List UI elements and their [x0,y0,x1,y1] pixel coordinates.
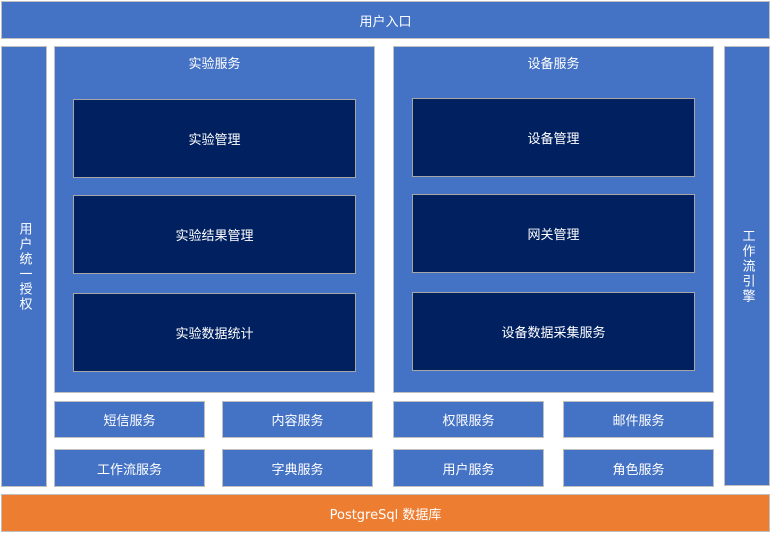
user-auth: 用户统一授权 [1,46,47,487]
label: 设备管理 [527,132,580,147]
label: 邮件服务 [612,414,665,429]
label: 用户入口 [359,14,412,30]
label: 工作流服务 [96,462,162,478]
label: 用户统一授权 [16,221,32,312]
label: 用户服务 [442,462,495,478]
experiment-item: 实验管理 [73,99,356,178]
service-box: 角色服务 [563,449,714,487]
label: 实验结果管理 [175,229,254,244]
workflow-engine: 工作流引擎 [724,46,770,486]
label: 字典服务 [271,462,324,478]
label: 角色服务 [612,462,665,478]
label: 工作流引擎 [739,228,755,304]
label: 权限服务 [442,414,495,429]
experiment-item: 实验结果管理 [73,195,356,274]
service-box: 邮件服务 [563,401,714,438]
service-box: 短信服务 [54,401,205,438]
experiment-item: 实验数据统计 [73,293,356,372]
service-box: 字典服务 [222,449,373,487]
service-box: 工作流服务 [54,449,205,487]
service-box: 用户服务 [393,449,544,487]
label: 实验管理 [188,133,241,148]
label: 设备数据采集服务 [501,326,606,341]
device-item: 设备数据采集服务 [412,292,695,371]
device-item: 网关管理 [412,194,695,273]
label: 内容服务 [271,414,324,429]
device-item: 设备管理 [412,98,695,177]
user-entry: 用户入口 [1,1,770,39]
database: PostgreSql 数据库 [1,494,770,532]
device-title: 设备服务 [527,57,580,72]
label: PostgreSql 数据库 [329,507,442,523]
service-box: 内容服务 [222,401,373,438]
label: 实验数据统计 [175,327,254,342]
service-box: 权限服务 [393,401,544,438]
experiment-title: 实验服务 [188,57,241,72]
label: 网关管理 [527,228,580,243]
label: 短信服务 [103,414,156,429]
